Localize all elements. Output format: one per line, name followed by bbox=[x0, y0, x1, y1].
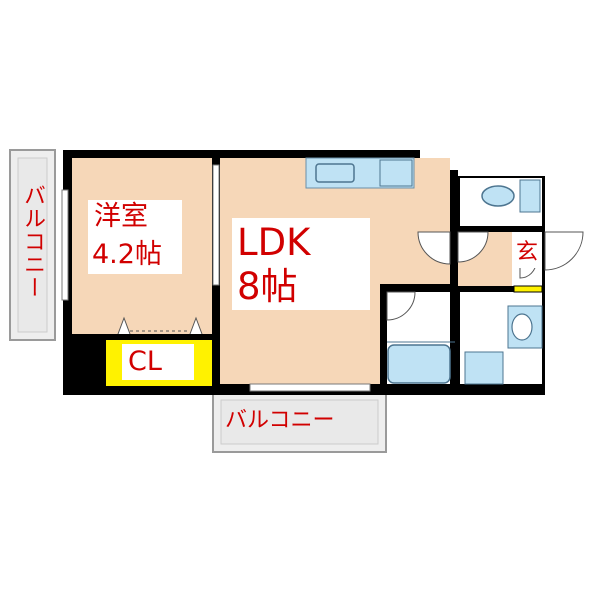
washbasin-bowl bbox=[511, 313, 533, 341]
balcony-bottom-inner bbox=[220, 399, 379, 445]
wall-closet-top bbox=[72, 334, 212, 340]
western-room-size: 4.2帖 bbox=[92, 239, 162, 270]
shoe-box bbox=[513, 285, 543, 293]
ldk-label-bg bbox=[232, 218, 370, 310]
door-entrance bbox=[544, 231, 584, 271]
door-toilet bbox=[457, 231, 489, 263]
balcony-left-inner bbox=[17, 157, 48, 333]
entrance-label-bg bbox=[513, 238, 541, 268]
kitchen-sink bbox=[315, 163, 355, 183]
toilet-tank bbox=[519, 179, 541, 213]
closet-door-right bbox=[189, 316, 203, 335]
wall-bath-top bbox=[380, 284, 458, 292]
closet-label: CL bbox=[128, 346, 162, 377]
wall-ldk-right bbox=[450, 170, 458, 386]
western-label-bg bbox=[88, 200, 182, 274]
wall-bath-left bbox=[380, 284, 387, 384]
washing-machine bbox=[464, 351, 504, 385]
wall-washroom-top bbox=[458, 286, 545, 292]
entrance-label: 玄 bbox=[516, 240, 539, 265]
wall-toilet-bottom bbox=[458, 226, 545, 232]
balcony-bottom-label: バルコニー bbox=[225, 408, 335, 433]
ldk-room-size: 8帖 bbox=[237, 265, 298, 308]
door-bath bbox=[386, 291, 416, 321]
wall-closet-left bbox=[72, 334, 106, 386]
window-western-left bbox=[61, 189, 69, 301]
door-ldk-hall bbox=[417, 231, 451, 265]
bathtub bbox=[387, 344, 451, 384]
balcony-left-label: バルコニー bbox=[20, 184, 45, 299]
ldk-room-name: LDK bbox=[237, 221, 311, 264]
closet-label-bg bbox=[122, 344, 194, 380]
closet-door-left bbox=[117, 316, 131, 335]
kitchen-stove bbox=[379, 159, 413, 187]
window-ldk-divider bbox=[212, 164, 220, 286]
window-ldk-bottom bbox=[249, 383, 371, 392]
western-room-name: 洋室 bbox=[94, 201, 148, 232]
toilet-bowl bbox=[481, 185, 515, 207]
